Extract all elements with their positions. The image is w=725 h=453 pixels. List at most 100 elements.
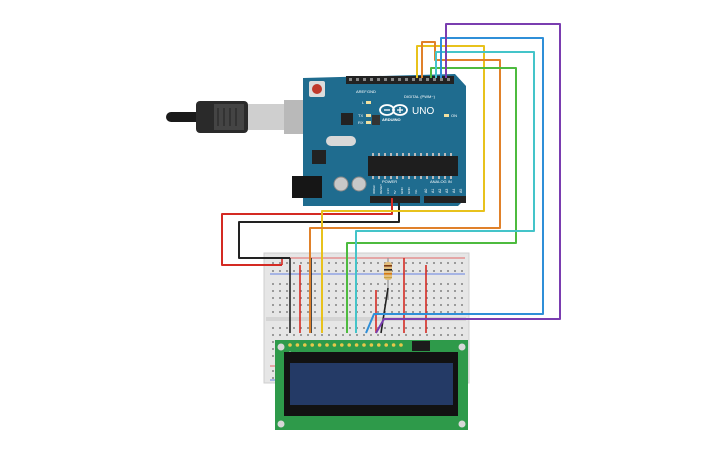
lcd-pin — [332, 343, 337, 347]
breadboard-hole — [454, 311, 456, 313]
breadboard-hole — [307, 262, 309, 264]
breadboard-hole — [384, 290, 386, 292]
breadboard-hole — [272, 327, 274, 329]
breadboard-hole — [454, 290, 456, 292]
breadboard-hole — [419, 334, 421, 336]
breadboard-hole — [279, 304, 281, 306]
breadboard-hole — [342, 304, 344, 306]
breadboard-hole — [405, 262, 407, 264]
breadboard-hole — [370, 334, 372, 336]
breadboard-hole — [461, 283, 463, 285]
breadboard-hole — [405, 311, 407, 313]
breadboard-hole — [328, 311, 330, 313]
signal-wires — [309, 23, 561, 334]
breadboard-hole — [272, 283, 274, 285]
lcd-pin — [288, 343, 292, 347]
breadboard-hole — [342, 311, 344, 313]
breadboard-hole — [307, 334, 309, 336]
breadboard-hole — [405, 270, 407, 272]
power-header — [370, 196, 420, 203]
breadboard-hole — [398, 290, 400, 292]
breadboard-hole — [349, 290, 351, 292]
wire-purple — [375, 23, 561, 334]
breadboard-hole — [328, 304, 330, 306]
small-chip — [372, 115, 380, 125]
breadboard-hole — [433, 334, 435, 336]
breadboard-hole — [440, 270, 442, 272]
tx-label: TX — [358, 113, 363, 118]
lcd-pin — [384, 343, 389, 347]
breadboard-hole — [286, 311, 288, 313]
breadboard-hole — [300, 283, 302, 285]
breadboard-hole — [342, 290, 344, 292]
breadboard-hole — [433, 311, 435, 313]
power-pin-labels: IOREF RESET 3.3V 5V GND GND Vin — [372, 184, 418, 194]
on-label: ON — [451, 113, 457, 118]
breadboard-hole — [454, 283, 456, 285]
breadboard-hole — [349, 311, 351, 313]
breadboard-hole — [426, 262, 428, 264]
breadboard-hole — [300, 304, 302, 306]
lcd-pin — [399, 343, 403, 347]
breadboard-hole — [342, 297, 344, 299]
breadboard-hole — [272, 334, 274, 336]
lcd-pin — [369, 343, 374, 347]
breadboard-hole — [377, 297, 379, 299]
breadboard-hole — [405, 304, 407, 306]
breadboard-hole — [272, 370, 274, 372]
breadboard-hole — [454, 327, 456, 329]
svg-text:A1: A1 — [431, 189, 435, 193]
breadboard-hole — [391, 262, 393, 264]
breadboard-hole — [314, 304, 316, 306]
breadboard-hole — [461, 311, 463, 313]
breadboard-hole — [391, 334, 393, 336]
digital-header-label: DIGITAL (PWM~) — [404, 94, 436, 99]
breadboard-hole — [328, 270, 330, 272]
breadboard-hole — [433, 283, 435, 285]
breadboard-hole — [328, 262, 330, 264]
breadboard-hole — [328, 283, 330, 285]
breadboard-hole — [307, 290, 309, 292]
breadboard-hole — [391, 311, 393, 313]
breadboard-hole — [293, 283, 295, 285]
svg-text:3.3V: 3.3V — [386, 188, 390, 194]
breadboard-hole — [272, 270, 274, 272]
lcd-pin — [354, 343, 359, 347]
lcd-pin — [317, 343, 322, 347]
lcd-pin — [303, 343, 307, 347]
breadboard-hole — [405, 283, 407, 285]
breadboard-hole — [307, 304, 309, 306]
breadboard-hole — [461, 290, 463, 292]
breadboard-hole — [447, 327, 449, 329]
breadboard-hole — [447, 304, 449, 306]
breadboard-hole — [426, 334, 428, 336]
breadboard-hole — [405, 290, 407, 292]
breadboard-hole — [384, 334, 386, 336]
breadboard-hole — [314, 283, 316, 285]
lcd-mount-holes — [277, 343, 466, 428]
led-rx — [366, 121, 371, 124]
breadboard-hole — [335, 304, 337, 306]
breadboard-hole — [363, 311, 365, 313]
breadboard-hole — [391, 327, 393, 329]
breadboard-hole — [356, 334, 358, 336]
breadboard-hole — [447, 311, 449, 313]
svg-text:IOREF: IOREF — [372, 185, 376, 194]
breadboard-hole — [279, 270, 281, 272]
breadboard-hole — [440, 297, 442, 299]
breadboard-hole — [349, 297, 351, 299]
breadboard-hole — [307, 297, 309, 299]
breadboard-hole — [272, 304, 274, 306]
breadboard-hole — [363, 297, 365, 299]
breadboard-hole — [349, 304, 351, 306]
breadboard-hole — [440, 311, 442, 313]
breadboard-hole — [286, 297, 288, 299]
breadboard-hole — [293, 270, 295, 272]
wire-gnd-black — [238, 198, 400, 259]
breadboard-hole — [286, 283, 288, 285]
breadboard-hole — [398, 304, 400, 306]
wire-orange — [309, 41, 501, 333]
breadboard-hole — [440, 290, 442, 292]
svg-text:GND: GND — [407, 187, 411, 195]
breadboard-hole — [307, 327, 309, 329]
